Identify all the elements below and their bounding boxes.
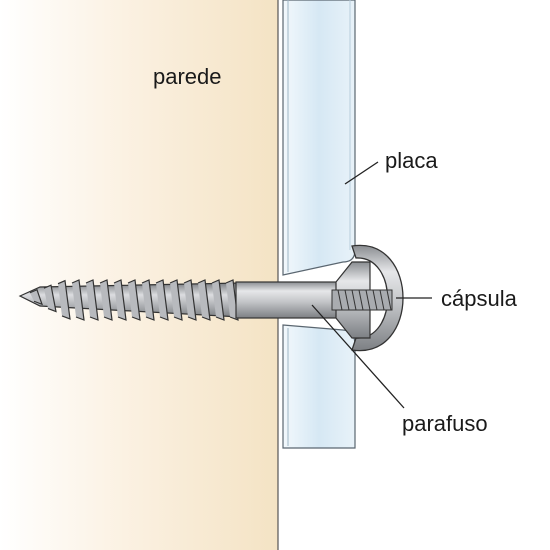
bore-thread bbox=[358, 289, 364, 311]
thread-crest bbox=[197, 279, 211, 321]
bore-thread bbox=[344, 289, 350, 311]
thread-crest bbox=[71, 279, 85, 321]
bore-thread bbox=[351, 289, 357, 311]
thread-crest bbox=[57, 279, 71, 320]
bore-thread bbox=[365, 289, 371, 311]
thread-crest bbox=[155, 279, 169, 321]
thread-crest bbox=[183, 279, 197, 321]
thread-crest bbox=[169, 279, 183, 321]
screw bbox=[18, 261, 393, 339]
label-screw: parafuso bbox=[402, 411, 488, 436]
thread-crest bbox=[141, 279, 155, 321]
label-plate: placa bbox=[385, 148, 438, 173]
bore-thread bbox=[379, 289, 385, 311]
thread-crest bbox=[113, 279, 127, 321]
thread-crest bbox=[43, 284, 57, 313]
label-wall: parede bbox=[153, 64, 222, 89]
leader-plate bbox=[344, 161, 379, 185]
bore-thread bbox=[372, 289, 378, 311]
thread-crest bbox=[127, 279, 141, 321]
plate bbox=[282, 0, 356, 449]
thread-crest bbox=[99, 279, 113, 321]
thread-crest bbox=[211, 279, 225, 321]
bore-thread bbox=[386, 289, 392, 311]
thread-crest bbox=[85, 279, 99, 321]
label-cap: cápsula bbox=[441, 286, 517, 311]
bore-thread bbox=[337, 289, 343, 311]
thread-crest bbox=[29, 288, 43, 306]
wall bbox=[0, 0, 278, 550]
leader-screw bbox=[311, 304, 405, 409]
leader-lines bbox=[311, 161, 432, 409]
